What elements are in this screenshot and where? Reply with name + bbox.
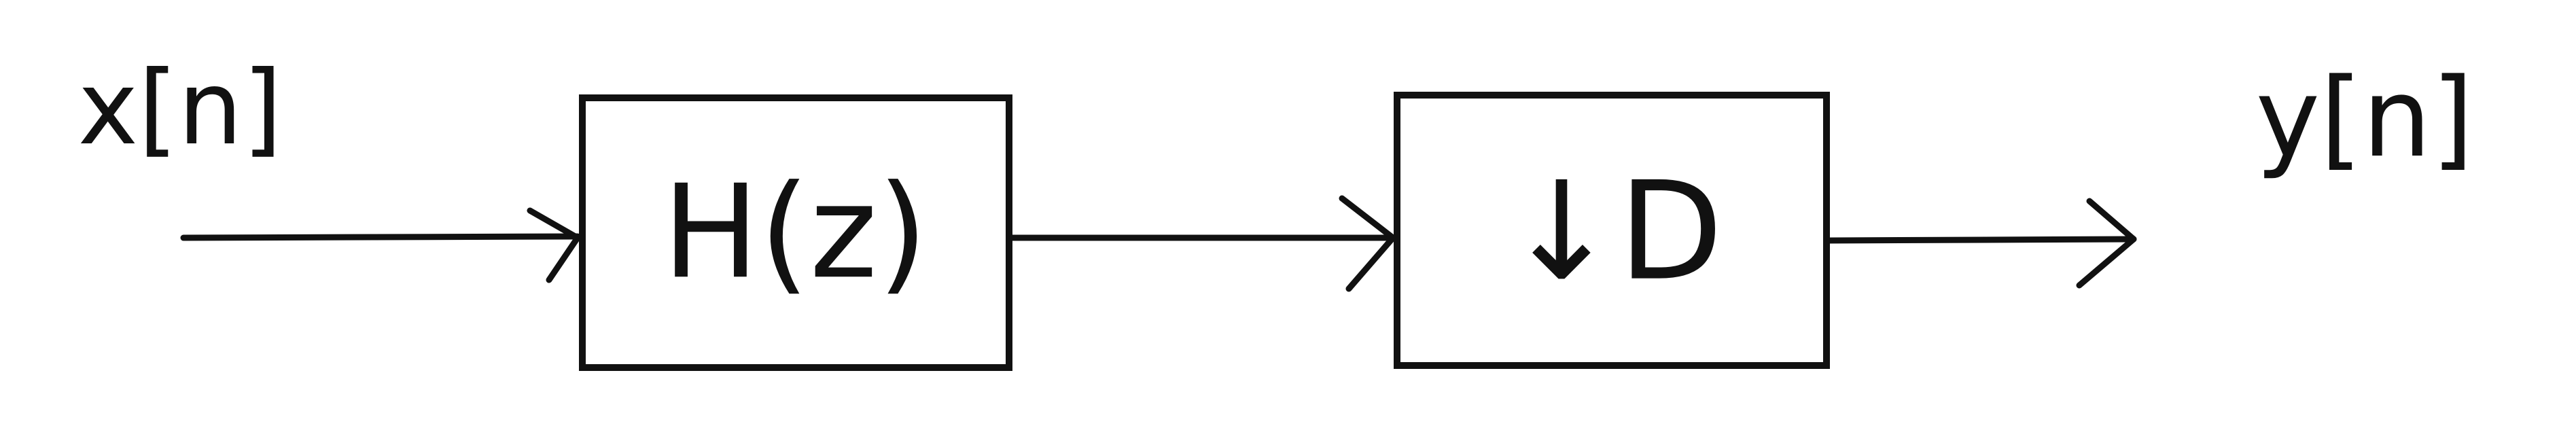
output-arrow — [1826, 198, 2137, 289]
filter-block: H(z) — [579, 94, 1012, 371]
connecting-arrow — [1009, 195, 1396, 292]
filter-block-box — [579, 94, 1012, 371]
filter-block-label: H(z) — [663, 157, 928, 307]
downsampler-block-label: ↓D — [1504, 153, 1723, 311]
output-signal-label: y[n] — [2256, 54, 2474, 181]
downsampler-block-box — [1394, 92, 1830, 369]
input-signal-label: x[n] — [78, 50, 283, 168]
input-arrow — [180, 207, 581, 283]
downsampler-block: ↓D — [1394, 92, 1830, 369]
